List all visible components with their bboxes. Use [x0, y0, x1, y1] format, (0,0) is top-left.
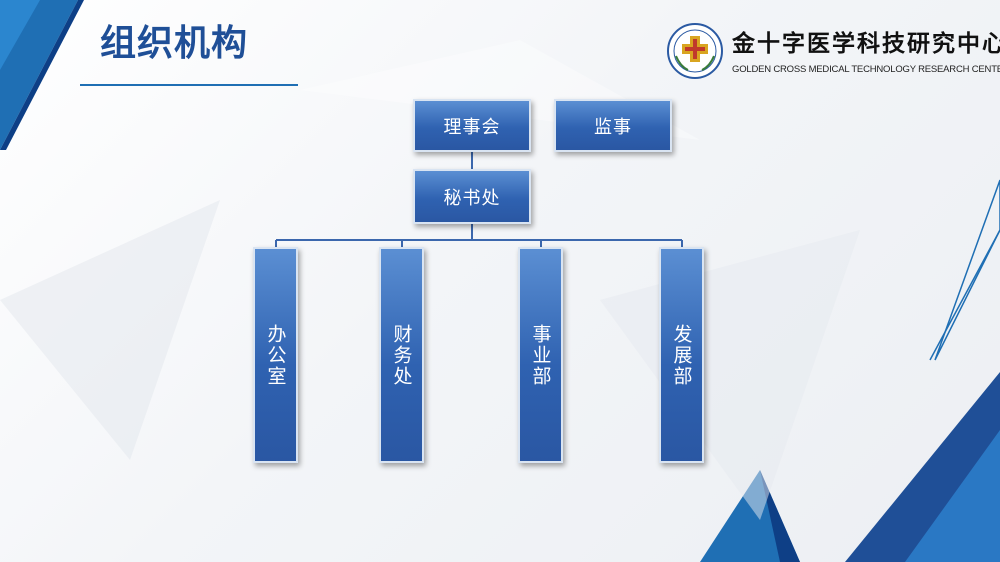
department-label: 发展部 — [670, 323, 693, 387]
council-label: 理事会 — [443, 116, 501, 138]
logo-english-name: GOLDEN CROSS MEDICAL TECHNOLOGY RESEARCH… — [732, 64, 1000, 75]
department-box-development: 发展部 — [659, 247, 704, 463]
department-box-office: 办公室 — [253, 247, 298, 463]
secretariat-box: 秘书处 — [413, 169, 531, 224]
supervisor-box: 监事 — [554, 99, 672, 152]
logo-chinese-name: 金十字医学科技研究中心 — [732, 30, 1000, 57]
council-box: 理事会 — [413, 99, 531, 152]
secretariat-label: 秘书处 — [443, 187, 501, 209]
logo: 金十字医学科技研究中心 GOLDEN CROSS MEDICAL TECHNOL… — [666, 22, 1000, 80]
department-box-finance: 财务处 — [379, 247, 424, 463]
page-title: 组织机构 — [100, 23, 249, 64]
department-label: 事业部 — [529, 323, 552, 387]
department-box-business: 事业部 — [518, 247, 563, 463]
department-label: 财务处 — [390, 323, 413, 387]
supervisor-label: 监事 — [594, 116, 632, 138]
cross-emblem-icon — [667, 23, 723, 79]
department-label: 办公室 — [264, 323, 287, 387]
title-underline — [80, 84, 298, 86]
